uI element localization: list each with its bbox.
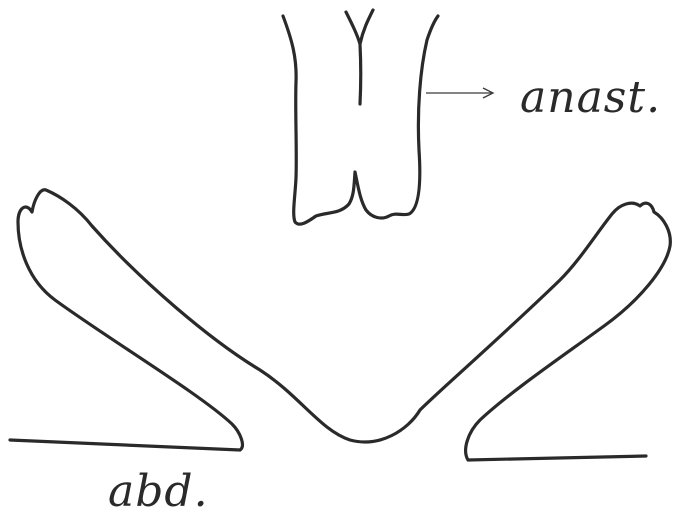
anastomosis-pointer	[426, 88, 493, 98]
abdomen-outline	[10, 190, 670, 460]
anastomosis-structure	[283, 10, 438, 224]
anastomosis-label: anast.	[520, 72, 661, 123]
abdomen-structure	[10, 190, 670, 460]
abdomen-label: abd.	[108, 466, 209, 510]
anastomosis-center-line	[346, 10, 373, 104]
